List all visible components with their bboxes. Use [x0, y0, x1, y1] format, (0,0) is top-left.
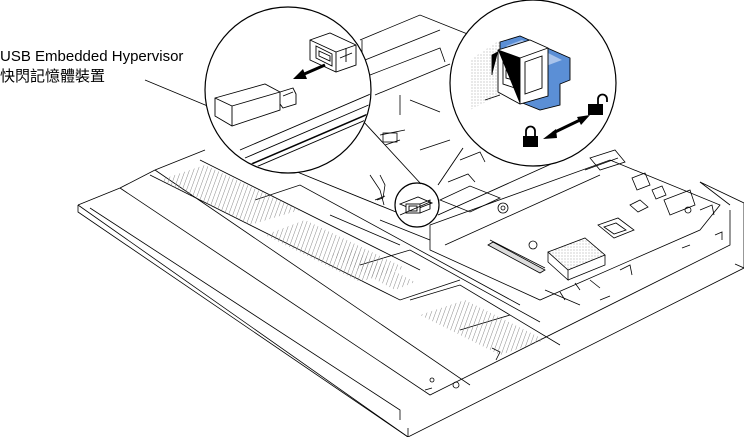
server-chassis [77, 14, 744, 437]
magnifier-left [204, 6, 372, 174]
lock-icon [523, 125, 538, 147]
arrow-remove-icon [293, 63, 326, 79]
magnifier-right [449, 0, 617, 167]
unlock-icon [588, 93, 608, 115]
callout-connectors [279, 119, 561, 216]
callout-label-line1: USB Embedded Hypervisor [0, 48, 184, 65]
callout-label-line2: 快閃記憶體裝置 [0, 68, 106, 85]
double-arrow-icon [543, 115, 590, 139]
device-location-detail [398, 196, 434, 216]
callout-label: USB Embedded Hypervisor 快閃記憶體裝置 [0, 47, 183, 87]
